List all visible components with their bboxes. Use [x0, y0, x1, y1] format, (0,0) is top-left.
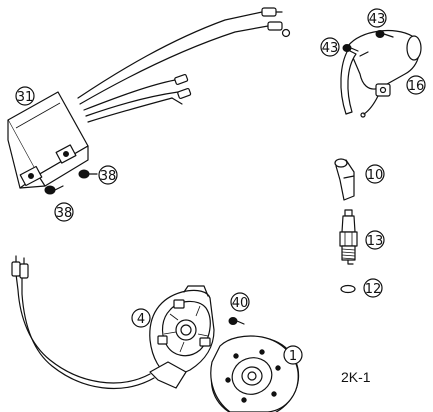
cdi-screw-lower — [44, 185, 64, 195]
callout-43-top-label: 43 — [369, 12, 386, 27]
callout-38-upper-label: 38 — [100, 169, 117, 184]
callout-16-label: 16 — [408, 79, 425, 94]
flywheel-rotor — [210, 335, 300, 412]
callout-43-top: 43 — [367, 8, 387, 28]
callout-13: 13 — [365, 230, 385, 250]
callout-10: 10 — [365, 164, 385, 184]
callout-12: 12 — [363, 278, 383, 298]
callout-1: 1 — [283, 345, 303, 365]
coil-screw-top — [375, 30, 394, 38]
callout-31: 31 — [15, 86, 35, 106]
cdi-wiring-harness — [77, 7, 291, 123]
coil-screw-left — [342, 44, 359, 52]
figure-reference-label: 2K-1 — [341, 369, 371, 385]
callout-13-label: 13 — [367, 234, 384, 249]
stator-wiring — [11, 255, 155, 390]
callout-1-label: 1 — [289, 349, 297, 364]
cdi-screw-upper — [78, 169, 98, 179]
callout-38-upper: 38 — [98, 165, 118, 185]
spark-plug — [339, 209, 358, 265]
callout-4-label: 4 — [137, 312, 145, 327]
callout-43-left-label: 43 — [322, 41, 339, 56]
callout-4: 4 — [131, 308, 151, 328]
ignition-coil — [340, 29, 422, 118]
o-ring — [340, 284, 356, 294]
callout-31-label: 31 — [17, 90, 34, 105]
callout-16: 16 — [406, 75, 426, 95]
callout-40: 40 — [230, 292, 250, 312]
cdi-unit — [7, 91, 89, 189]
stator-plate — [149, 285, 215, 389]
callout-12-label: 12 — [365, 282, 382, 297]
callout-40-label: 40 — [232, 296, 249, 311]
callout-10-label: 10 — [367, 168, 384, 183]
stator-screw — [228, 317, 245, 325]
callout-43-left: 43 — [320, 37, 340, 57]
callout-38-lower-label: 38 — [56, 206, 73, 221]
spark-plug-connector — [334, 158, 355, 201]
callout-38-lower: 38 — [54, 202, 74, 222]
